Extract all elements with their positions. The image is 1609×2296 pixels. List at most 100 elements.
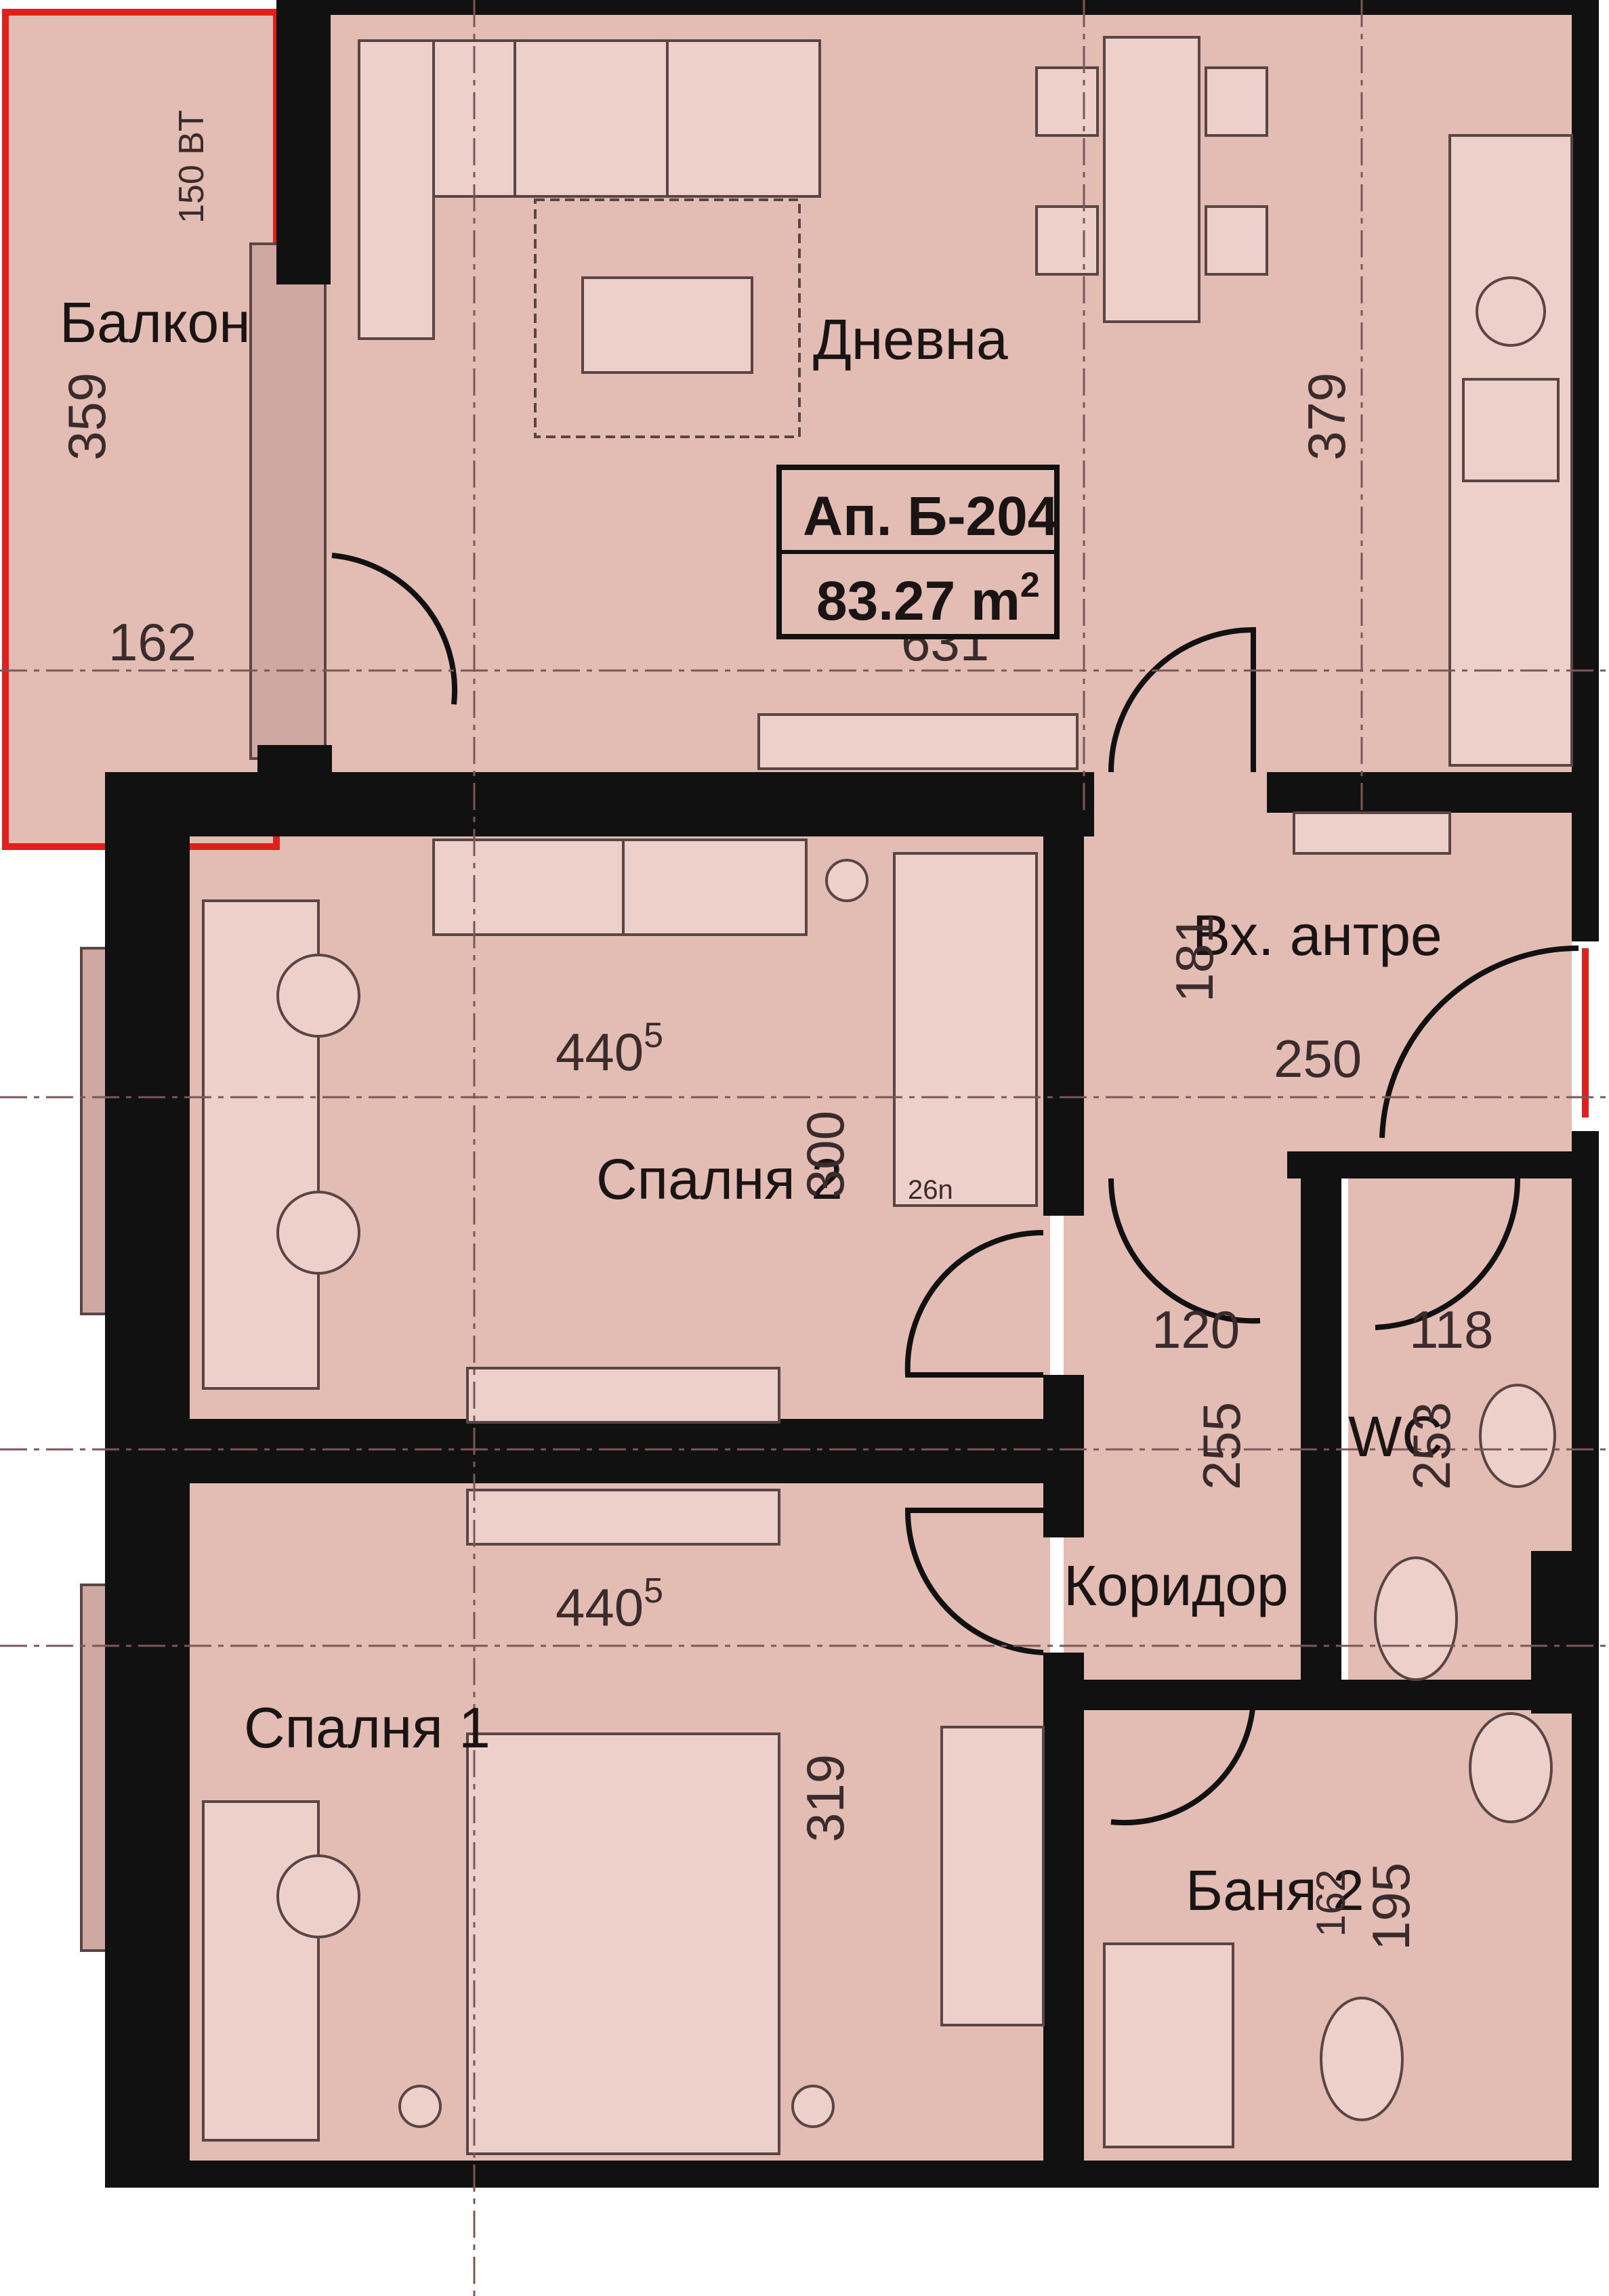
area-value: 83.27 — [816, 570, 955, 632]
living-furniture — [358, 36, 1573, 770]
bed2-bed — [893, 852, 1038, 1207]
sofa-side — [358, 39, 435, 340]
wall-right — [1572, 0, 1599, 941]
bed2-tv-unit — [466, 1367, 780, 1424]
wall-bottom — [105, 2161, 1582, 2188]
apartment-badge: Ап. Б-204 83.27 m2 — [776, 465, 1060, 639]
entrance-door-swing — [1108, 626, 1256, 773]
chair-4 — [1205, 205, 1268, 276]
bedroom2-label: Спалня 2 — [596, 1147, 843, 1211]
wall-top — [331, 0, 1597, 15]
wall-entrance-bottom — [1287, 1151, 1579, 1178]
living-height-dim: 379 — [1297, 373, 1356, 461]
wc-door-swing — [1375, 1178, 1521, 1330]
rug — [534, 198, 801, 438]
corridor-height-dim: 255 — [1192, 1402, 1251, 1490]
entrance-shelf — [1293, 811, 1451, 855]
area-exp: 2 — [1020, 566, 1040, 605]
wall-corridor-bottom — [1077, 1680, 1572, 1710]
bed2-wardrobe — [432, 838, 808, 936]
chair-1 — [1035, 66, 1099, 137]
bathroom2-label: Баня 2 — [1186, 1858, 1364, 1922]
wall-bedroom-right-3 — [1043, 1653, 1084, 2188]
chair-2 — [1205, 66, 1268, 137]
bedroom2-width-sup: 5 — [644, 1016, 663, 1055]
corridor-label: Коридор — [1064, 1554, 1289, 1617]
wall-wc-right — [1531, 1551, 1585, 1714]
lamp-icon — [791, 2085, 835, 2128]
bathroom-fixtures — [1103, 811, 1556, 2148]
apartment-number: Ап. Б-204 — [803, 486, 1059, 547]
bedroom2-width-main: 440 — [556, 1022, 644, 1082]
dining-table — [1103, 36, 1200, 323]
entrance-height-dim: 181 — [1165, 914, 1224, 1002]
wall-bedroom-right-2 — [1043, 1375, 1084, 1537]
apartment-area: 83.27 m2 — [816, 566, 1040, 632]
balcony-door-swing — [331, 553, 458, 705]
bed1-wardrobe — [940, 1726, 1045, 2026]
wall-corridor-wc — [1301, 1158, 1341, 1686]
wc-width-dim: 118 — [1409, 1300, 1493, 1359]
balcony-height-dim: 359 — [57, 373, 117, 461]
corridor-floor — [1064, 1165, 1321, 1693]
wc-height-dim: 253 — [1402, 1402, 1461, 1490]
lamp-icon — [825, 859, 869, 902]
bed1-desk — [202, 1800, 320, 2142]
wall-bed2-bed1 — [105, 1419, 1081, 1483]
bedroom2-width-dim: 4405 — [556, 1016, 663, 1082]
corridor-door-swing — [1108, 1178, 1261, 1324]
corridor-width-dim: 120 — [1152, 1300, 1240, 1359]
toilet-icon — [1320, 1997, 1404, 2121]
washbasin-icon — [1479, 1384, 1556, 1488]
bedroom1-door-swing — [904, 1508, 1044, 1655]
balcony-door-frame — [249, 242, 327, 760]
bedroom1-width-dim: 4405 — [556, 1571, 663, 1637]
bedroom1-height-dim: 319 — [795, 1754, 855, 1842]
coffee-table — [581, 276, 753, 374]
bedroom1-width-main: 440 — [556, 1577, 644, 1637]
sofa-back — [358, 39, 821, 198]
wall-entrance-top — [1267, 772, 1582, 813]
living-label: Дневна — [813, 307, 1008, 371]
chair-icon — [276, 1191, 360, 1275]
dimension-labels: 359 162 150 BT 379 631 181 250 4405 300 … — [57, 110, 1493, 1951]
shower-tray — [1103, 1942, 1234, 2148]
bathroom-height-dim: 195 — [1361, 1863, 1421, 1951]
chair-icon — [276, 1854, 360, 1938]
sink-icon — [1476, 276, 1546, 347]
balcony-window-dim: 150 BT — [172, 110, 211, 224]
wc-label: WC — [1348, 1405, 1443, 1468]
entrance-width-dim: 250 — [1274, 1029, 1362, 1088]
chair-icon — [276, 954, 360, 1038]
bathroom-width-dim: 162 — [1308, 1869, 1354, 1937]
balcony-floor — [5, 12, 276, 847]
bed1-tv-unit — [466, 1489, 780, 1546]
doors — [331, 553, 1579, 1826]
room-labels: Балкон Дневна Вх. антре Спалня 2 Спалня … — [60, 291, 1443, 1922]
bedroom1-label: Спалня 1 — [244, 1696, 490, 1760]
chair-3 — [1035, 205, 1099, 276]
lamp-icon — [398, 2085, 442, 2128]
bedroom1-width-sup: 5 — [644, 1571, 663, 1611]
bedroom-furniture — [202, 838, 1045, 2155]
washbasin-icon — [1469, 1712, 1553, 1823]
walls — [105, 0, 1599, 2188]
bedroom2-height-dim: 300 — [795, 1111, 855, 1199]
bedroom2-door-swing — [904, 1229, 1044, 1378]
area-unit: m — [971, 570, 1020, 632]
wall-bedroom-right-1 — [1043, 836, 1084, 1216]
bath-door-swing — [1110, 1699, 1256, 1826]
front-door-swing — [1379, 945, 1579, 1139]
area-space — [955, 570, 971, 632]
stove-icon — [1462, 378, 1560, 482]
tv-unit — [757, 713, 1079, 770]
toilet-icon — [1374, 1556, 1458, 1681]
balcony-label: Балкон — [60, 291, 251, 354]
wall-top-left — [276, 0, 331, 284]
wall-bedroom-top — [105, 772, 1094, 836]
balcony-width-dim: 162 — [108, 612, 196, 672]
bed1-bed — [466, 1732, 780, 2155]
entrance-label: Вх. антре — [1192, 903, 1442, 967]
